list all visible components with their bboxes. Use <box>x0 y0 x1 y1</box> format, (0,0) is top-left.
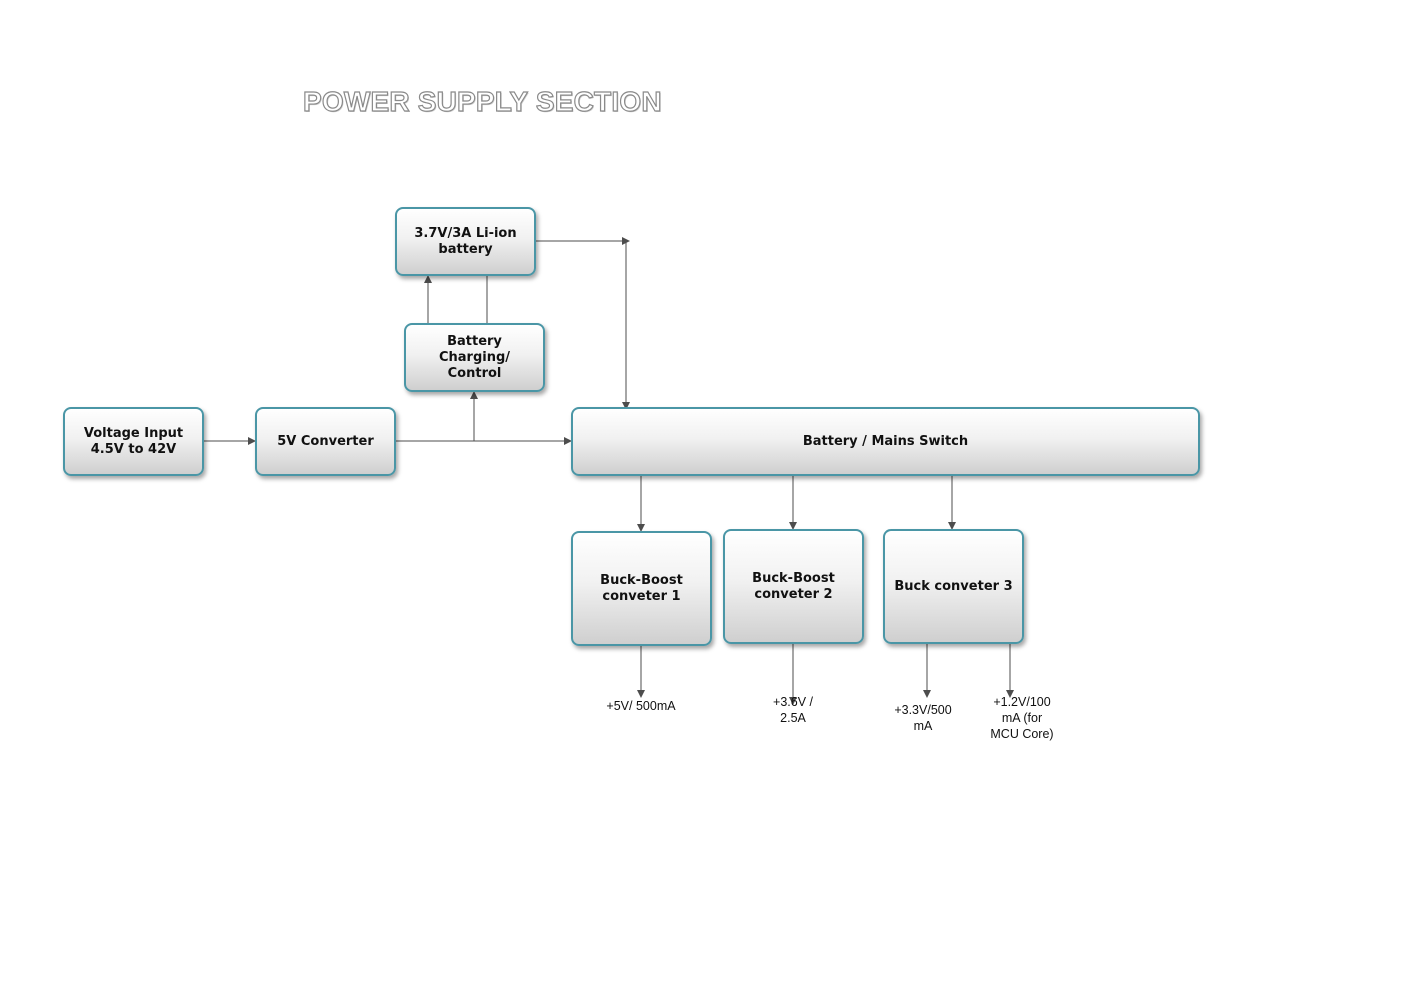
battery-mains-switch-block: Battery / Mains Switch <box>571 407 1200 476</box>
li-ion-battery-block: 3.7V/3A Li-ion battery <box>395 207 536 276</box>
output-3v6-label: +3.6V / 2.5A <box>773 695 813 725</box>
output-5v-label: +5V/ 500mA <box>606 699 676 713</box>
buck-boost-converter-1-block: Buck-Boost conveter 1 <box>571 531 712 646</box>
voltage-input-block: Voltage Input 4.5V to 42V <box>63 407 204 476</box>
output-1v2-label: +1.2V/100 mA (for MCU Core) <box>990 695 1054 741</box>
5v-converter-block: 5V Converter <box>255 407 396 476</box>
buck-boost-converter-2-block: Buck-Boost conveter 2 <box>723 529 864 644</box>
diagram-title: POWER SUPPLY SECTION <box>302 85 662 117</box>
buck-converter-3-block: Buck conveter 3 <box>883 529 1024 644</box>
battery-charging-block: Battery Charging/ Control <box>404 323 545 392</box>
output-3v3-label: +3.3V/500 mA <box>894 703 952 733</box>
